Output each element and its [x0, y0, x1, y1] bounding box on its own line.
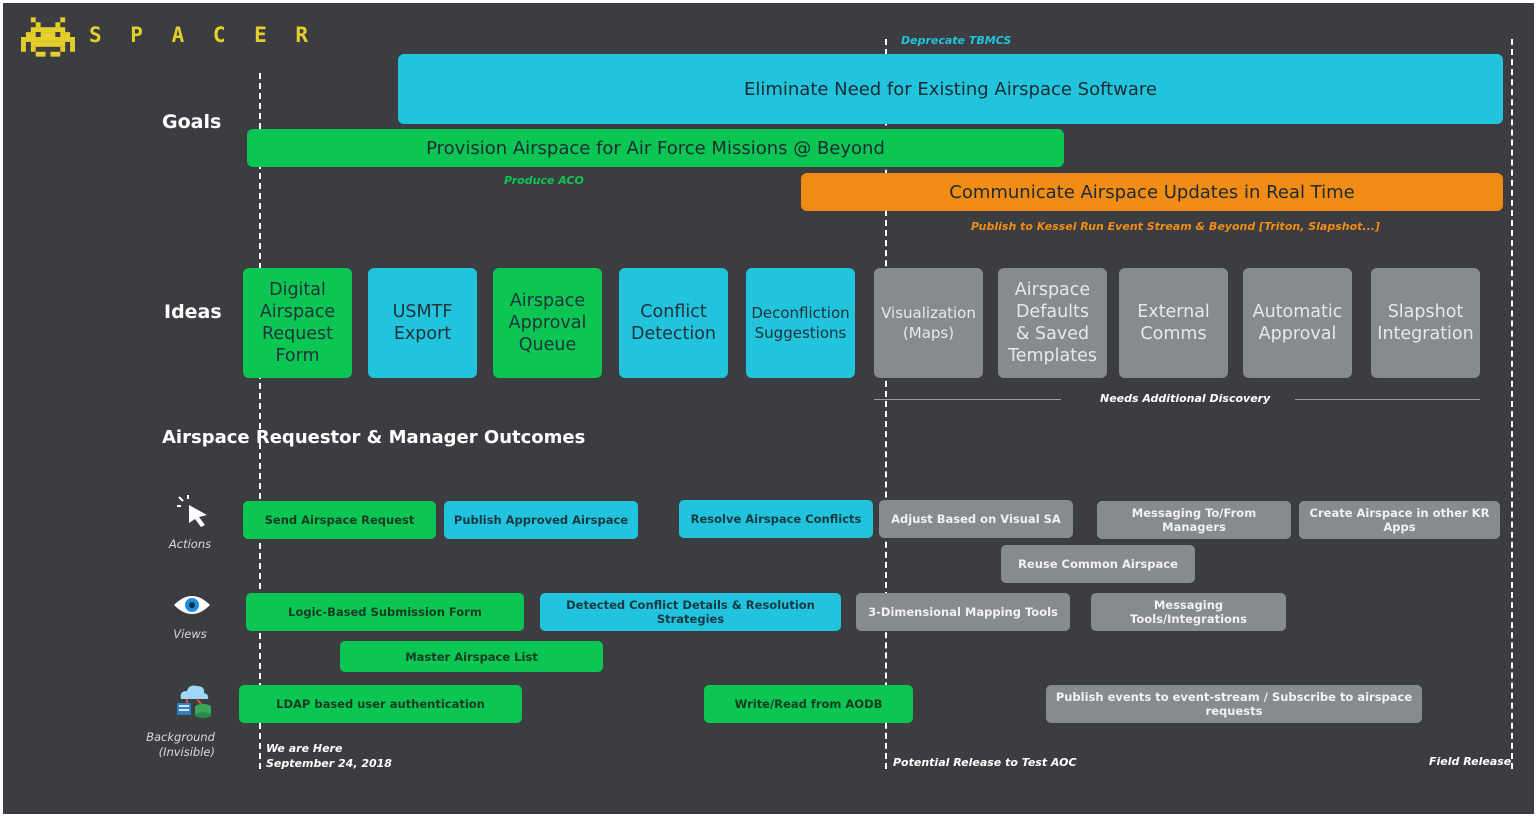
- view-logic-based-submission-form: Logic-Based Submission Form: [246, 593, 524, 631]
- row-label-background: Background (Invisible): [146, 730, 215, 759]
- background-event-stream: Publish events to event-stream / Subscri…: [1046, 685, 1422, 723]
- timeline-test-release-line: [885, 39, 887, 769]
- action-send-airspace-request: Send Airspace Request: [243, 501, 436, 539]
- action-resolve-airspace-conflicts: Resolve Airspace Conflicts: [679, 500, 873, 538]
- action-publish-approved-airspace: Publish Approved Airspace: [444, 501, 638, 539]
- note-field-release: Field Release: [1429, 755, 1512, 768]
- idea-airspace-approval-queue: Airspace Approval Queue: [493, 268, 602, 378]
- view-messaging-tools: Messaging Tools/Integrations: [1091, 593, 1286, 631]
- note-produce-aco: Produce ACO: [504, 174, 584, 187]
- row-label-outcomes: Airspace Requestor & Manager Outcomes: [162, 427, 586, 448]
- goal-eliminate: Eliminate Need for Existing Airspace Sof…: [398, 54, 1503, 124]
- background-aodb-read-write: Write/Read from AODB: [704, 685, 913, 723]
- discovery-line-right: [1295, 399, 1480, 400]
- roadmap-board: S P A C E R Goals Ideas Airspace Request…: [3, 3, 1534, 814]
- row-label-ideas: Ideas: [164, 301, 222, 323]
- view-3d-mapping-tools: 3-Dimensional Mapping Tools: [856, 593, 1070, 631]
- idea-slapshot-integration: Slapshot Integration: [1371, 268, 1480, 378]
- note-deprecate: Deprecate TBMCS: [901, 34, 1012, 47]
- idea-external-comms: External Comms: [1119, 268, 1228, 378]
- action-messaging-managers: Messaging To/From Managers: [1097, 501, 1291, 539]
- cloud-server-icon: [177, 685, 211, 718]
- action-adjust-visual-sa: Adjust Based on Visual SA: [879, 500, 1073, 538]
- goal-provision: Provision Airspace for Air Force Mission…: [247, 129, 1064, 167]
- note-potential-release: Potential Release to Test AOC: [893, 756, 1077, 769]
- row-label-goals: Goals: [162, 111, 222, 133]
- idea-visualization-maps: Visualization (Maps): [874, 268, 983, 378]
- idea-automatic-approval: Automatic Approval: [1243, 268, 1352, 378]
- row-label-actions: Actions: [168, 537, 212, 551]
- discovery-line-left: [874, 399, 1061, 400]
- timeline-now-line: [259, 73, 261, 769]
- timeline-field-release-line: [1511, 39, 1513, 769]
- idea-digital-airspace-request-form: Digital Airspace Request Form: [243, 268, 352, 378]
- note-we-are-here: We are Here September 24, 2018: [266, 742, 392, 770]
- idea-airspace-defaults-templates: Airspace Defaults & Saved Templates: [998, 268, 1107, 378]
- cursor-icon: [177, 495, 207, 527]
- background-ldap-auth: LDAP based user authentication: [239, 685, 522, 723]
- idea-deconfliction-suggestions: Deconfliction Suggestions: [746, 268, 855, 378]
- idea-usmtf-export: USMTF Export: [368, 268, 477, 378]
- row-label-views: Views: [173, 627, 207, 641]
- note-publish-kessel: Publish to Kessel Run Event Stream & Bey…: [971, 220, 1380, 233]
- logo-text: S P A C E R: [89, 23, 317, 47]
- action-reuse-common-airspace: Reuse Common Airspace: [1001, 545, 1195, 583]
- goal-communicate: Communicate Airspace Updates in Real Tim…: [801, 173, 1503, 211]
- view-master-airspace-list: Master Airspace List: [340, 641, 603, 672]
- idea-conflict-detection: Conflict Detection: [619, 268, 728, 378]
- eye-icon: [174, 596, 210, 614]
- note-needs-discovery: Needs Additional Discovery: [1100, 392, 1271, 405]
- space-invader-icon: [21, 17, 75, 57]
- action-create-airspace-kr-apps: Create Airspace in other KR Apps: [1299, 501, 1500, 539]
- view-detected-conflict-details: Detected Conflict Details & Resolution S…: [540, 593, 841, 631]
